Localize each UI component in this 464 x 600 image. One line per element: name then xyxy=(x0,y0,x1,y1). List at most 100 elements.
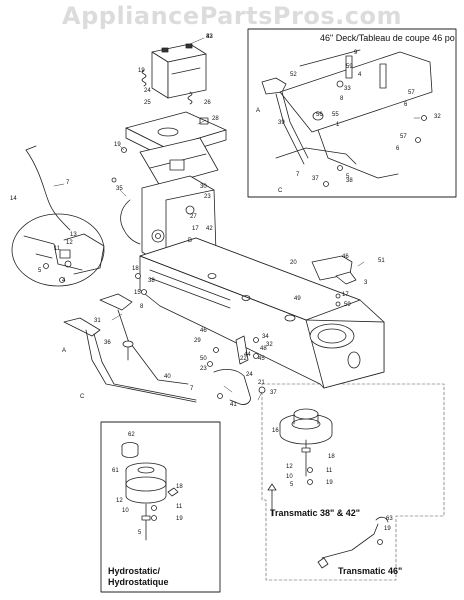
callout-29: 29 xyxy=(194,338,201,344)
callout-11: 11 xyxy=(176,504,183,510)
callout-51: 51 xyxy=(378,258,385,264)
callout-59: 59 xyxy=(346,64,353,70)
linkage-detail xyxy=(11,213,105,287)
callout-7: 7 xyxy=(296,172,300,178)
callout-11: 11 xyxy=(54,246,61,252)
callout-C: C xyxy=(278,188,283,194)
transmatic-pulley xyxy=(279,408,333,477)
brake-pedal-assembly xyxy=(63,293,197,403)
callout-35: 35 xyxy=(116,186,123,192)
callout-61: 61 xyxy=(112,468,119,474)
callout-23: 23 xyxy=(200,366,207,372)
callout-B: B xyxy=(188,238,192,244)
callout-31: 31 xyxy=(94,318,101,324)
callout-38: 38 xyxy=(148,278,155,284)
callout-A: A xyxy=(256,108,260,114)
hydrostatic-inset-frame xyxy=(100,421,221,593)
callout-C: C xyxy=(80,394,85,400)
callout-40: 40 xyxy=(164,374,171,380)
callout-57: 57 xyxy=(400,134,407,140)
callout-12: 12 xyxy=(286,464,293,470)
callout-7: 7 xyxy=(66,180,70,186)
callout-48: 48 xyxy=(260,346,267,352)
callout-43: 43 xyxy=(206,34,213,40)
callout-4: 4 xyxy=(358,72,362,78)
callout-5: 5 xyxy=(346,174,350,180)
callout-5: 5 xyxy=(290,482,294,488)
deck-lift-assembly xyxy=(261,49,433,179)
battery xyxy=(151,43,207,99)
callout-45: 45 xyxy=(258,356,265,362)
callout-19: 19 xyxy=(138,68,145,74)
callout-24: 24 xyxy=(246,372,253,378)
callout-18: 18 xyxy=(132,266,139,272)
callout-17: 17 xyxy=(342,292,349,298)
callout-32: 32 xyxy=(434,114,441,120)
callout-41: 41 xyxy=(230,402,237,408)
callout-21: 21 xyxy=(258,380,265,386)
callout-62: 62 xyxy=(128,432,135,438)
callout-11: 11 xyxy=(326,468,333,474)
callout-46: 46 xyxy=(200,328,207,334)
callout-25: 25 xyxy=(144,100,151,106)
throttle-cable xyxy=(25,145,141,245)
dash-support xyxy=(139,137,219,187)
callout-13: 13 xyxy=(70,232,77,238)
callout-37: 37 xyxy=(312,176,319,182)
callout-8: 8 xyxy=(140,304,144,310)
callout-34: 34 xyxy=(262,334,269,340)
callout-20: 20 xyxy=(290,260,297,266)
transmatic-linkage xyxy=(267,483,389,569)
callout-19: 19 xyxy=(384,526,391,532)
callout-6: 6 xyxy=(404,102,408,108)
battery-tray-springs xyxy=(141,69,193,105)
callout-44: 44 xyxy=(244,352,251,358)
callout-12: 12 xyxy=(116,498,123,504)
callout-52: 52 xyxy=(290,72,297,78)
hydrostatic-caption-line1: Hydrostatic/ xyxy=(108,566,161,576)
callout-7: 7 xyxy=(190,386,194,392)
transmatic-38-42-caption: Transmatic 38" & 42" xyxy=(270,508,361,518)
callout-27: 27 xyxy=(190,214,197,220)
callout-32: 32 xyxy=(266,342,273,348)
hydrostatic-caption-line2: Hydrostatique xyxy=(108,577,169,587)
callout-36: 36 xyxy=(104,340,111,346)
hydrostatic-pulley xyxy=(121,442,179,541)
callout-24: 24 xyxy=(144,88,151,94)
callout-56: 56 xyxy=(316,112,323,118)
transmatic-46-caption: Transmatic 46" xyxy=(338,566,403,576)
callout-28: 28 xyxy=(212,116,219,122)
callout-15: 15 xyxy=(134,290,141,296)
callout-8: 8 xyxy=(340,96,344,102)
callout-14: 14 xyxy=(10,196,17,202)
callout-12: 12 xyxy=(66,240,73,246)
callout-55: 55 xyxy=(332,112,339,118)
callout-32: 32 xyxy=(206,34,213,40)
callout-6: 6 xyxy=(396,146,400,152)
callout-57: 57 xyxy=(408,90,415,96)
callout-22: 22 xyxy=(240,356,247,362)
callout-18: 18 xyxy=(328,454,335,460)
callout-16: 16 xyxy=(272,428,279,434)
callout-46: 46 xyxy=(342,254,349,260)
callout-19: 19 xyxy=(114,142,121,148)
callout-10: 10 xyxy=(122,508,129,514)
callout-18: 18 xyxy=(176,484,183,490)
callout-59: 59 xyxy=(344,302,351,308)
hardware xyxy=(43,115,427,545)
callout-19: 19 xyxy=(326,480,333,486)
side-bracket xyxy=(311,255,357,285)
parking-brake-rod xyxy=(213,335,251,405)
transmatic-frame xyxy=(261,383,445,581)
callout-4: 4 xyxy=(62,278,66,284)
callout-19: 19 xyxy=(176,516,183,522)
callout-17: 17 xyxy=(192,226,199,232)
callout-A: A xyxy=(62,348,66,354)
callout-49: 49 xyxy=(294,296,301,302)
leader-lines xyxy=(53,37,421,401)
callout-38: 38 xyxy=(346,178,353,184)
watermark: AppliancePartsPros.com xyxy=(62,2,402,30)
